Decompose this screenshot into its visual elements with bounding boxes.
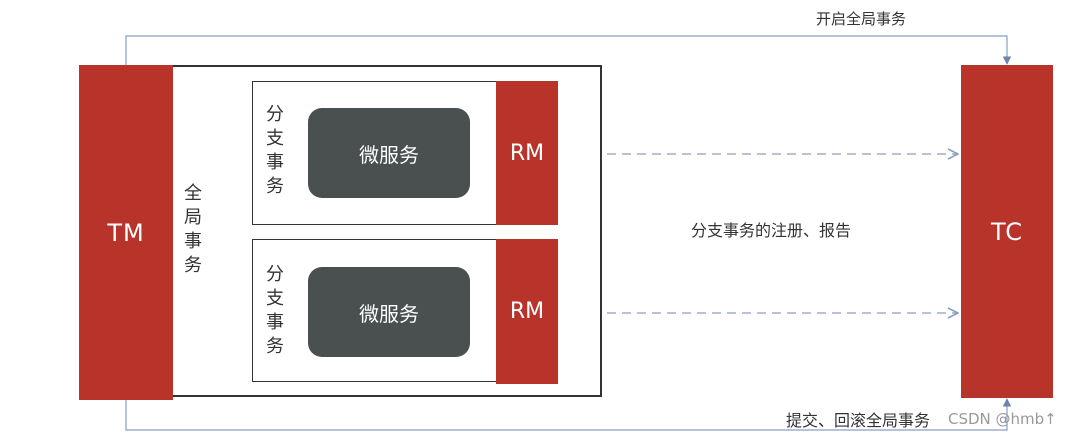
rm-box-1: RM [496,81,558,225]
branch-register-report-label: 分支事务的注册、报告 [691,221,852,240]
commit-rollback-arrow [125,398,1012,431]
tc-box: TC [961,65,1053,398]
commit-rollback-label: 提交、回滚全局事务 [786,411,931,430]
tm-box: TM [79,65,173,400]
microservice-box-2: 微服务 [308,267,470,357]
branch-transaction-label-1: 分支事务 [266,104,284,197]
global-transaction-label: 全局事务 [184,183,202,276]
start-global-tx-arrow [125,35,1012,65]
rm-box-2: RM [496,239,558,384]
branch-transaction-label-2: 分支事务 [266,264,284,357]
start-global-tx-label: 开启全局事务 [816,10,907,28]
microservice-box-1: 微服务 [308,108,470,198]
watermark: CSDN @hmb↑ [948,410,1057,428]
